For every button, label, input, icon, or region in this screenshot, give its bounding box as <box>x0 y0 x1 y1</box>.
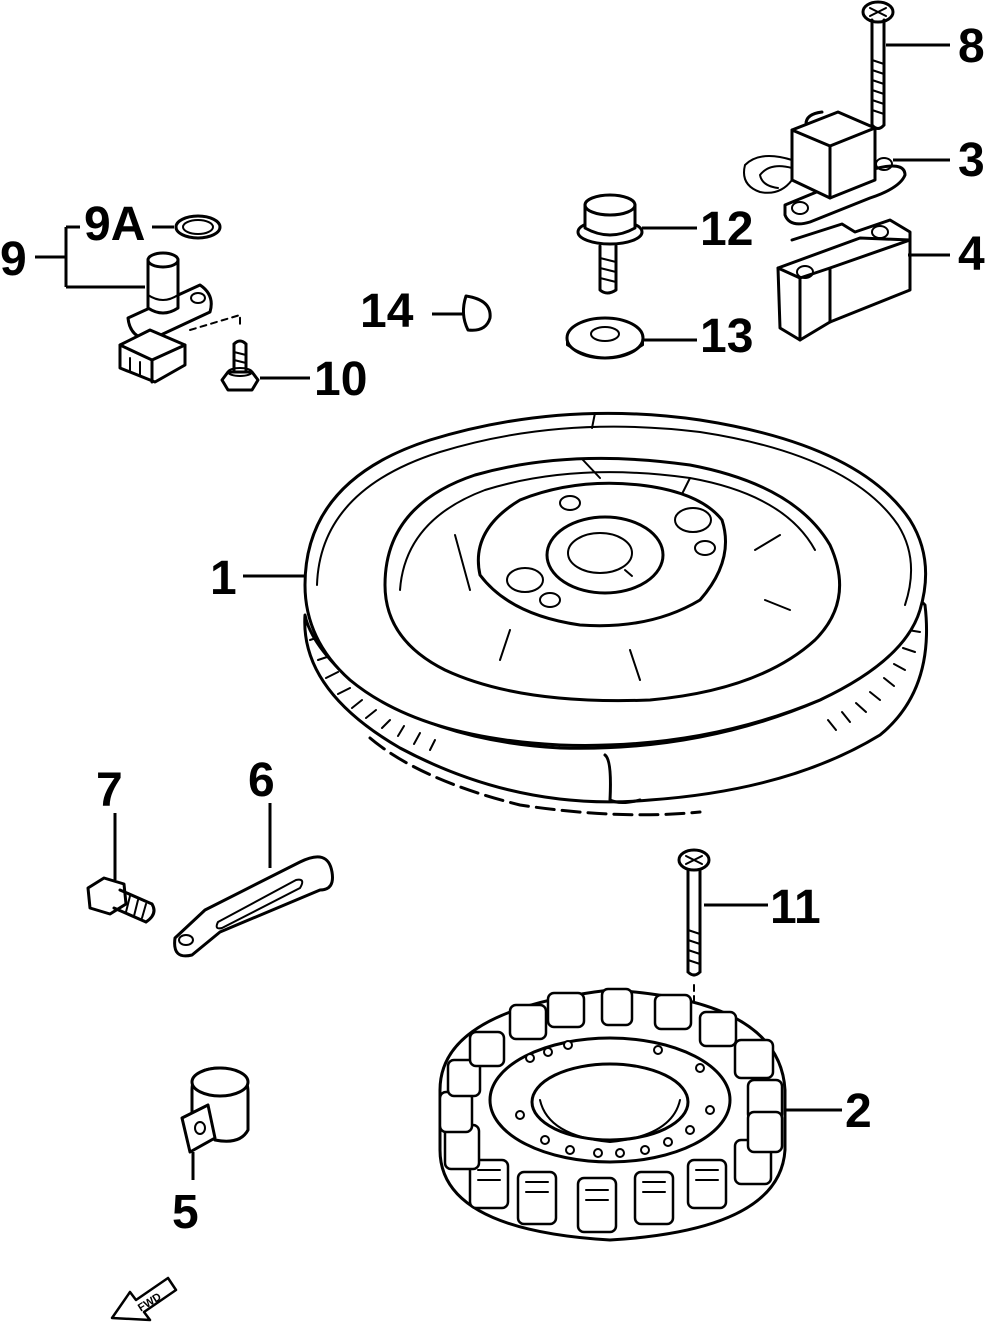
washer-part-13 <box>565 316 645 360</box>
callout-5: 5 <box>172 1186 199 1239</box>
sensor-part-9 <box>118 251 241 384</box>
o-ring-part-9a <box>174 214 222 240</box>
callout-8: 8 <box>958 20 985 73</box>
forward-direction-arrow-icon: FWD <box>110 1276 178 1322</box>
callout-6: 6 <box>248 754 275 807</box>
ignition-coil-part-3 <box>743 110 907 226</box>
callout-14: 14 <box>360 285 414 338</box>
callout-11: 11 <box>770 881 821 934</box>
key-part-14 <box>461 294 492 332</box>
callout-10: 10 <box>314 353 367 406</box>
callout-9a: 9A <box>84 198 145 251</box>
flywheel-part-1 <box>303 411 929 817</box>
bolt-part-10 <box>220 339 260 392</box>
bolt-part-7 <box>86 876 156 924</box>
callout-4: 4 <box>958 228 985 281</box>
screw-part-8 <box>861 0 895 130</box>
callout-2: 2 <box>845 1085 872 1138</box>
callout-13: 13 <box>700 310 753 363</box>
callout-3: 3 <box>958 134 985 187</box>
flange-bolt-part-12 <box>576 193 644 295</box>
callout-7: 7 <box>96 764 123 817</box>
callout-1: 1 <box>210 552 237 605</box>
clamp-part-5 <box>180 1066 250 1154</box>
bracket-part-4 <box>776 218 912 342</box>
callout-9: 9 <box>0 233 27 286</box>
stator-part-2 <box>438 987 787 1242</box>
strap-part-6 <box>173 855 334 958</box>
callout-12: 12 <box>700 203 753 256</box>
